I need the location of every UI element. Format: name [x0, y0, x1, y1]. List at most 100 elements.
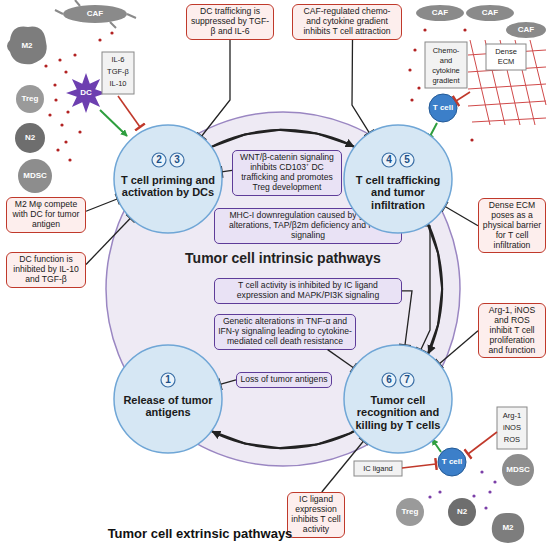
cytokine-dot — [68, 158, 71, 161]
circle-shape — [400, 153, 414, 167]
illustration-label: IL-6 — [104, 55, 132, 65]
circle-shape — [170, 153, 184, 167]
cytokine-dot — [410, 98, 413, 101]
cytokine-dot — [110, 31, 113, 34]
illustration-label: TGF-β — [104, 67, 132, 77]
intrinsic-box: WNT/β-catenin signaling inhibits CD103⁺ … — [232, 150, 342, 196]
neutrophil-cell — [15, 123, 45, 153]
illustration-label: ROS — [498, 435, 526, 445]
macrophage-cell — [7, 27, 47, 65]
cycle-step-circle: Release of tumor antigens 1 — [113, 344, 223, 454]
inhibition-connector — [352, 40, 369, 134]
treg-cell — [396, 498, 424, 526]
circle-shape — [161, 373, 175, 387]
circle-shape — [344, 345, 452, 453]
step-text: Tumor cell recognition and killing by T … — [349, 394, 447, 431]
extrinsic-box: Dense ECM poses as a physical barrier fo… — [478, 198, 546, 253]
ros-dot — [488, 490, 491, 493]
box-text: Dense ECM poses as a physical barrier fo… — [482, 201, 542, 250]
step-number-circle: 5 — [399, 152, 415, 168]
cell-label: CAF — [506, 25, 546, 35]
cycle-step-circle: T cell priming and activation by DCs 23 — [113, 124, 223, 234]
illustration-label: iNOS — [498, 423, 526, 433]
activation-arrow — [100, 110, 127, 136]
step-number: 4 — [381, 154, 397, 166]
inhibition-line — [402, 464, 436, 468]
illustration-label: IL-10 — [104, 79, 132, 89]
step-number: 5 — [399, 154, 415, 166]
circle-title: Tumor cell intrinsic pathways — [105, 250, 461, 266]
step-number: 1 — [160, 374, 176, 386]
step-number-circle: 1 — [160, 372, 176, 388]
step-number-circle: 7 — [399, 372, 415, 388]
cytokine-dot — [66, 110, 69, 113]
ecm-mesh — [468, 40, 546, 125]
circle-shape — [382, 153, 396, 167]
circle-shape — [114, 345, 222, 453]
cell-label: CAF — [470, 8, 510, 18]
cytokine-dot — [53, 83, 56, 86]
cytokine-dot — [44, 64, 47, 67]
treg-cell — [16, 85, 44, 113]
cytokine-box — [102, 52, 134, 94]
cytokine-dot — [56, 148, 59, 151]
cell-label: MDSC — [498, 465, 538, 475]
cell-label: CAF — [75, 9, 115, 19]
circle-shape — [382, 373, 396, 387]
cytokine-dot — [58, 58, 61, 61]
cytokine-dot — [408, 68, 411, 71]
cytokine-dot — [64, 70, 67, 73]
caf-cell — [466, 5, 514, 21]
extrinsic-box: DC function is inhibited by IL-10 and TG… — [6, 252, 86, 288]
circle-shape — [344, 125, 452, 233]
t-cell — [438, 448, 466, 476]
cytokine-dot — [413, 48, 416, 51]
cell-label: N2 — [447, 507, 477, 517]
cell-label: T cell — [428, 103, 458, 113]
cycle-step-circle: Tumor cell recognition and killing by T … — [343, 344, 453, 454]
box-text: CAF-regulated chemo- and cytokine gradie… — [296, 7, 398, 37]
ros-dot — [438, 490, 441, 493]
illustration-label: Dense ECM — [487, 47, 525, 67]
circle-shape — [152, 153, 166, 167]
extrinsic-box: M2 Mφ compete with DC for tumor antigen — [6, 197, 86, 233]
illustration-label: IC ligand — [355, 464, 401, 474]
cell-label: Treg — [395, 507, 425, 517]
ros-dot — [480, 470, 483, 473]
inhibition-line — [118, 96, 140, 127]
caf-protrusion — [55, 0, 136, 28]
box-text: Genetic alterations in TNF-α and IFN-γ s… — [218, 317, 352, 347]
cell-label: T cell — [437, 457, 467, 467]
inhibition-line — [468, 432, 497, 454]
gradient-dots — [408, 28, 473, 141]
cell-label: Treg — [15, 94, 45, 104]
step-number-circle: 3 — [169, 152, 185, 168]
cell-label: DC — [71, 88, 101, 98]
cytokine-dot — [54, 98, 57, 101]
step-number: 2 — [151, 154, 167, 166]
illustration-label: Chemo- and cytokine gradient — [426, 46, 466, 86]
step-text: T cell priming and activation by DCs — [119, 174, 217, 199]
circle-shape — [114, 125, 222, 233]
step-number-circle: 4 — [381, 152, 397, 168]
intrinsic-box: Genetic alterations in TNF-α and IFN-γ s… — [214, 314, 356, 350]
cytokine-dot — [470, 138, 473, 141]
ros-dot — [472, 494, 475, 497]
box-text: Arg-1, iNOS and ROS inhibit T cell proli… — [482, 306, 542, 355]
metabolite-box — [497, 407, 527, 449]
circle-shape — [106, 112, 460, 466]
caf-cell — [416, 5, 464, 21]
cycle-step-circle: T cell trafficking and tumor infiltratio… — [343, 124, 453, 234]
box-text: DC function is inhibited by IL-10 and TG… — [10, 255, 82, 285]
cytokine-dot — [463, 28, 466, 31]
cytokine-dot — [417, 86, 420, 89]
cytokine-dot — [64, 140, 67, 143]
step-text: Release of tumor antigens — [119, 394, 217, 419]
cell-label: CAF — [420, 8, 460, 18]
extrinsic-box: Arg-1, iNOS and ROS inhibit T cell proli… — [478, 303, 546, 358]
neutrophil-cell — [448, 498, 476, 526]
inhibition-connector — [445, 206, 478, 225]
caf-cell — [506, 22, 546, 38]
ros-dot — [493, 480, 496, 483]
